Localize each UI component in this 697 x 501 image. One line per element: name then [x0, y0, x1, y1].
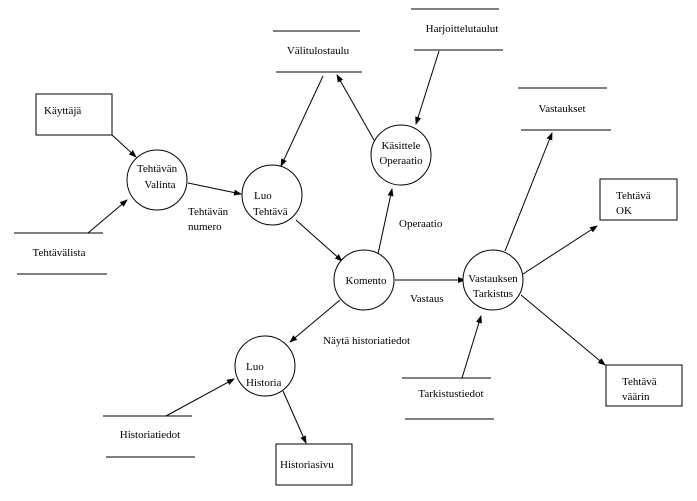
- flow-label-vastaus: Vastaus: [410, 293, 444, 305]
- flow-label-tehtavan-numero-line1: Tehtävän: [188, 206, 229, 218]
- flow-label-nayta-historiatiedot: Näytä historiatiedot: [323, 335, 410, 347]
- external-tehtava-vaarin-line1: Tehtävä: [622, 376, 657, 388]
- flow-vastauksen-tarkistus-to-vastaukset: [504, 132, 553, 252]
- process-tehtavan-valinta-line1: Tehtävän: [137, 163, 178, 175]
- process-luo-tehtava-line1: Luo: [254, 190, 272, 202]
- external-kayttaja-label: Käyttäjä: [44, 105, 81, 117]
- flow-tarkistustiedot-to-vastauksen-tarkistus: [461, 315, 482, 379]
- process-komento-label: Komento: [346, 275, 387, 287]
- external-tehtava-ok: Tehtävä OK: [599, 178, 678, 221]
- process-vastauksen-tarkistus-line1: Vastauksen: [468, 273, 518, 285]
- flow-label-tehtavan-numero-line2: numero: [188, 221, 222, 233]
- process-luo-historia-line2: Historia: [246, 377, 282, 389]
- store-tehtavalista: Tehtävälista: [14, 232, 107, 275]
- process-kasittele-operaatio: Käsittele Operaatio: [370, 124, 432, 186]
- process-komento: Komento: [333, 249, 395, 311]
- process-luo-tehtava-line2: Tehtävä: [253, 206, 288, 218]
- process-vastauksen-tarkistus: Vastauksen Tarkistus: [462, 249, 524, 311]
- flow-komento-to-luo-historia: [289, 299, 341, 343]
- external-historiasivu: Historiasivu: [275, 443, 353, 486]
- store-historiatiedot-label: Historiatiedot: [120, 429, 181, 441]
- external-historiasivu-label: Historiasivu: [280, 459, 334, 471]
- store-harjoittelutaulut: Harjoittelutaulut: [411, 8, 503, 51]
- store-historiatiedot: Historiatiedot: [103, 415, 195, 458]
- store-valitulostaulu: Välitulostaulu: [273, 30, 362, 73]
- flow-label-tehtavan-numero: Tehtävän numero: [188, 206, 229, 233]
- store-tarkistustiedot: Tarkistustiedot: [402, 377, 494, 420]
- store-tehtavalista-label: Tehtävälista: [33, 247, 86, 259]
- flow-kasittele-operaatio-to-valitulostaulu: [336, 74, 375, 141]
- flows: [87, 50, 606, 444]
- store-vastaukset: Vastaukset: [518, 87, 611, 131]
- external-kayttaja: Käyttäjä: [35, 93, 113, 136]
- external-tehtava-vaarin: Tehtävä väärin: [605, 364, 683, 407]
- external-tehtava-vaarin-line2: väärin: [622, 391, 650, 403]
- flow-harjoittelutaulut-to-kasittele-operaatio: [415, 50, 440, 125]
- flow-komento-to-kasittele-operaatio: [377, 188, 394, 255]
- flow-tehtavalista-to-tehtavan-valinta: [87, 199, 128, 234]
- process-tehtavan-valinta-line2: Valinta: [144, 179, 175, 191]
- process-luo-historia-line1: Luo: [246, 361, 264, 373]
- external-tehtava-ok-line2: OK: [616, 205, 632, 217]
- process-kasittele-operaatio-line2: Operaatio: [379, 155, 423, 167]
- external-tehtava-ok-line1: Tehtävä: [616, 190, 651, 202]
- process-vastauksen-tarkistus-line2: Tarkistus: [473, 288, 513, 300]
- flow-tehtavan-valinta-to-luo-tehtava: [187, 182, 242, 196]
- process-luo-tehtava: Luo Tehtävä: [241, 164, 303, 226]
- store-tarkistustiedot-label: Tarkistustiedot: [418, 388, 483, 400]
- flow-historiatiedot-to-luo-historia: [165, 378, 235, 417]
- store-valitulostaulu-label: Välitulostaulu: [287, 45, 350, 57]
- flow-vastauksen-tarkistus-to-tehtava-ok: [522, 225, 598, 275]
- flow-kayttaja-to-tehtavan-valinta: [111, 134, 137, 158]
- flow-luo-historia-to-historiasivu: [282, 390, 307, 444]
- store-harjoittelutaulut-label: Harjoittelutaulut: [426, 23, 499, 35]
- flow-vastauksen-tarkistus-to-tehtava-vaarin: [520, 294, 606, 366]
- process-tehtavan-valinta: Tehtävän Valinta: [126, 149, 188, 211]
- process-luo-historia: Luo Historia: [234, 335, 296, 397]
- store-vastaukset-label: Vastaukset: [538, 103, 585, 115]
- process-kasittele-operaatio-line1: Käsittele: [381, 140, 420, 152]
- flow-valitulostaulu-to-luo-tehtava: [280, 75, 324, 167]
- flow-label-operaatio: Operaatio: [399, 218, 443, 230]
- flow-luo-tehtava-to-komento: [295, 219, 343, 262]
